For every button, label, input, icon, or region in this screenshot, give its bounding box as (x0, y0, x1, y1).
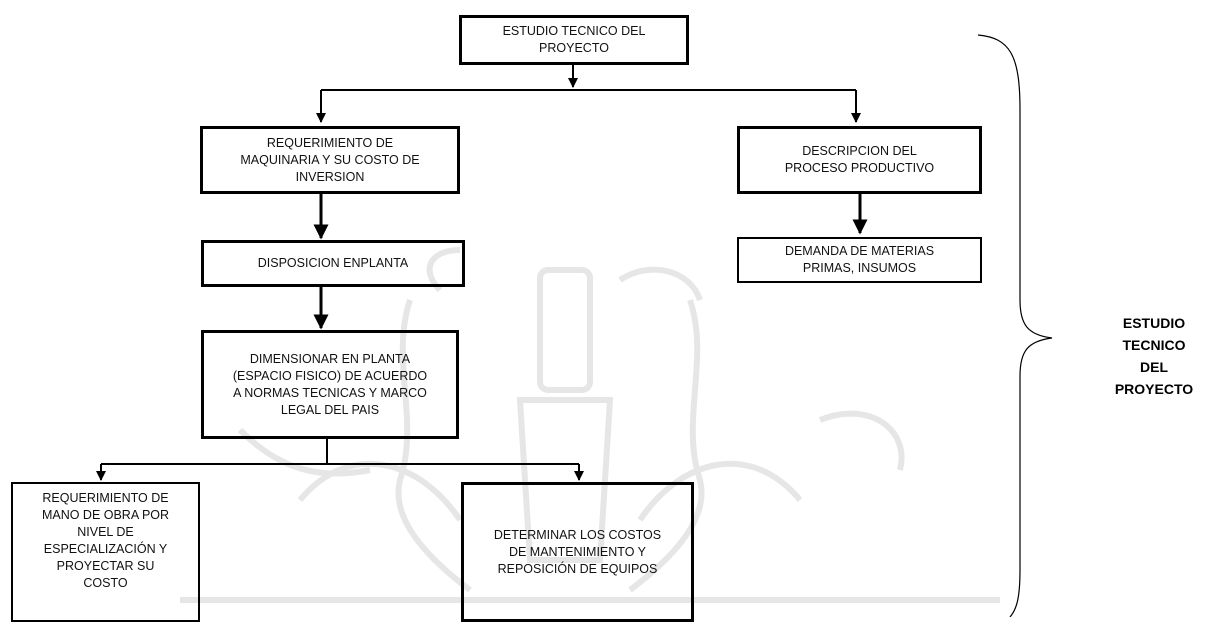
connector-lines (96, 62, 868, 481)
brace-label-estudio-tecnico: ESTUDIO TECNICO DEL PROYECTO (1114, 315, 1194, 397)
watermark-emblem (180, 247, 1000, 603)
box-disposicion-enplanta: DISPOSICION ENPLANTA (201, 240, 465, 287)
curly-brace (977, 34, 1053, 617)
box-dimensionar-planta: DIMENSIONAR EN PLANTA(ESPACIO FISICO) DE… (201, 330, 459, 439)
